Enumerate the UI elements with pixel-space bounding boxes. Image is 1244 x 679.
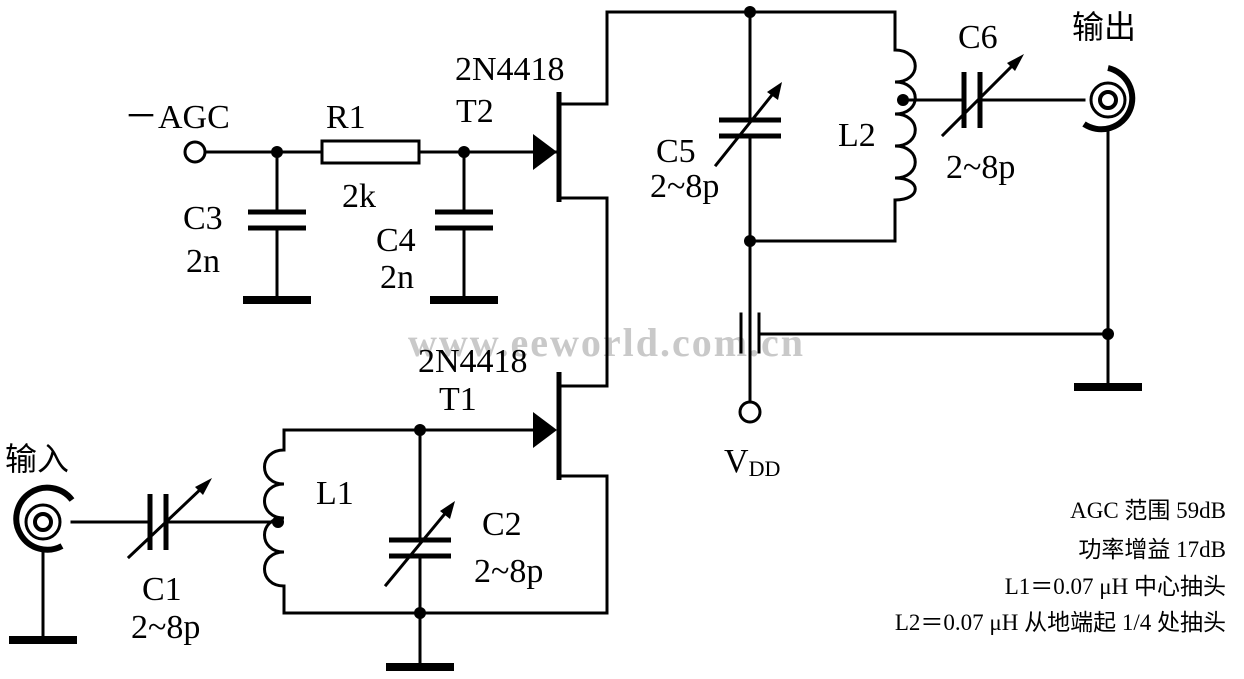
spec-notes: AGC 范围 59dB 功率增益 17dB L1＝0.07 μH 中心抽头 L2… [895,498,1226,635]
output-label: 输出 [1072,8,1136,46]
vdd-bypass-capacitor [739,239,1110,404]
vdd-terminal [738,400,762,424]
c3-name: C3 [183,200,223,237]
capacitor-c3 [243,150,311,304]
c4-name: C4 [376,222,416,259]
vdd-label: VDD [724,443,780,481]
inductor-l2 [893,10,917,243]
l2-name: L2 [838,117,876,154]
output-connector [1074,65,1142,391]
transistor-t1 [533,372,609,615]
resistor-r1 [320,139,421,165]
t2-name: T2 [456,93,494,130]
note-l1: L1＝0.07 μH 中心抽头 [1005,574,1226,599]
c1-name: C1 [142,571,182,608]
c3-value: 2n [186,243,220,280]
t1-name: T1 [439,381,477,418]
input-label: 输入 [5,440,69,478]
capacitor-c4 [430,150,498,304]
capacitor-c2 [383,428,455,671]
note-power-gain: 功率增益 17dB [1078,537,1226,562]
c2-name: C2 [482,506,522,543]
c6-value: 2~8p [946,149,1015,186]
r1-name: R1 [326,99,366,136]
c4-value: 2n [380,259,414,296]
c2-value: 2~8p [474,553,543,590]
note-l2: L2＝0.07 μH 从地端起 1/4 处抽头 [895,610,1226,635]
t2-part: 2N4418 [455,51,565,88]
r1-value: 2k [342,178,376,215]
c5-name: C5 [656,133,696,170]
capacitor-c5 [713,10,782,243]
inductor-l1 [263,428,609,615]
c6-name: C6 [958,19,998,56]
l1-name: L1 [316,475,354,512]
capacitor-c6 [901,54,1086,138]
agc-label: －AGC [124,99,230,136]
transistor-t2 [533,92,609,202]
t1-part: 2N4418 [418,343,528,380]
agc-terminal [183,140,207,164]
capacitor-c1 [70,478,280,560]
c1-value: 2~8p [131,609,200,646]
note-agc-range: AGC 范围 59dB [1070,498,1226,523]
c5-value: 2~8p [650,168,719,205]
input-connector [9,484,77,644]
